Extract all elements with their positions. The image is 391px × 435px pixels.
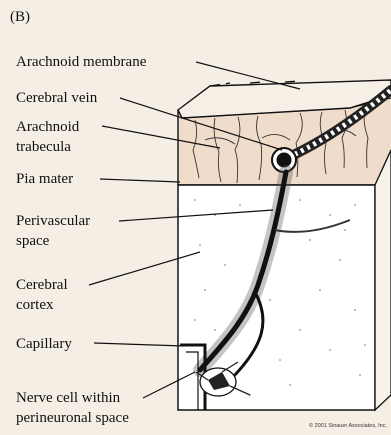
label-arachnoid-membrane: Arachnoid membrane (16, 52, 146, 72)
label-line: space (16, 231, 90, 251)
label-perivascular-space: Perivascular space (16, 211, 90, 251)
panel-label: (B) (10, 9, 30, 26)
label-cerebral-vein: Cerebral vein (16, 88, 97, 108)
copyright-notice: © 2001 Sinauer Associates, Inc. (309, 423, 387, 429)
label-arachnoid-trabecula: Arachnoid trabecula (16, 117, 79, 157)
label-capillary: Capillary (16, 334, 72, 354)
label-line: Perivascular (16, 211, 90, 231)
label-nerve-cell: Nerve cell within perineuronal space (16, 388, 129, 428)
cortex-side-face (375, 150, 391, 410)
label-cerebral-cortex: Cerebral cortex (16, 275, 68, 315)
label-line: Arachnoid (16, 117, 79, 137)
label-line: trabecula (16, 137, 79, 157)
label-line: perineuronal space (16, 408, 129, 428)
label-line: Nerve cell within (16, 388, 129, 408)
label-pia-mater: Pia mater (16, 169, 73, 189)
label-line: Cerebral (16, 275, 68, 295)
label-line: cortex (16, 295, 68, 315)
